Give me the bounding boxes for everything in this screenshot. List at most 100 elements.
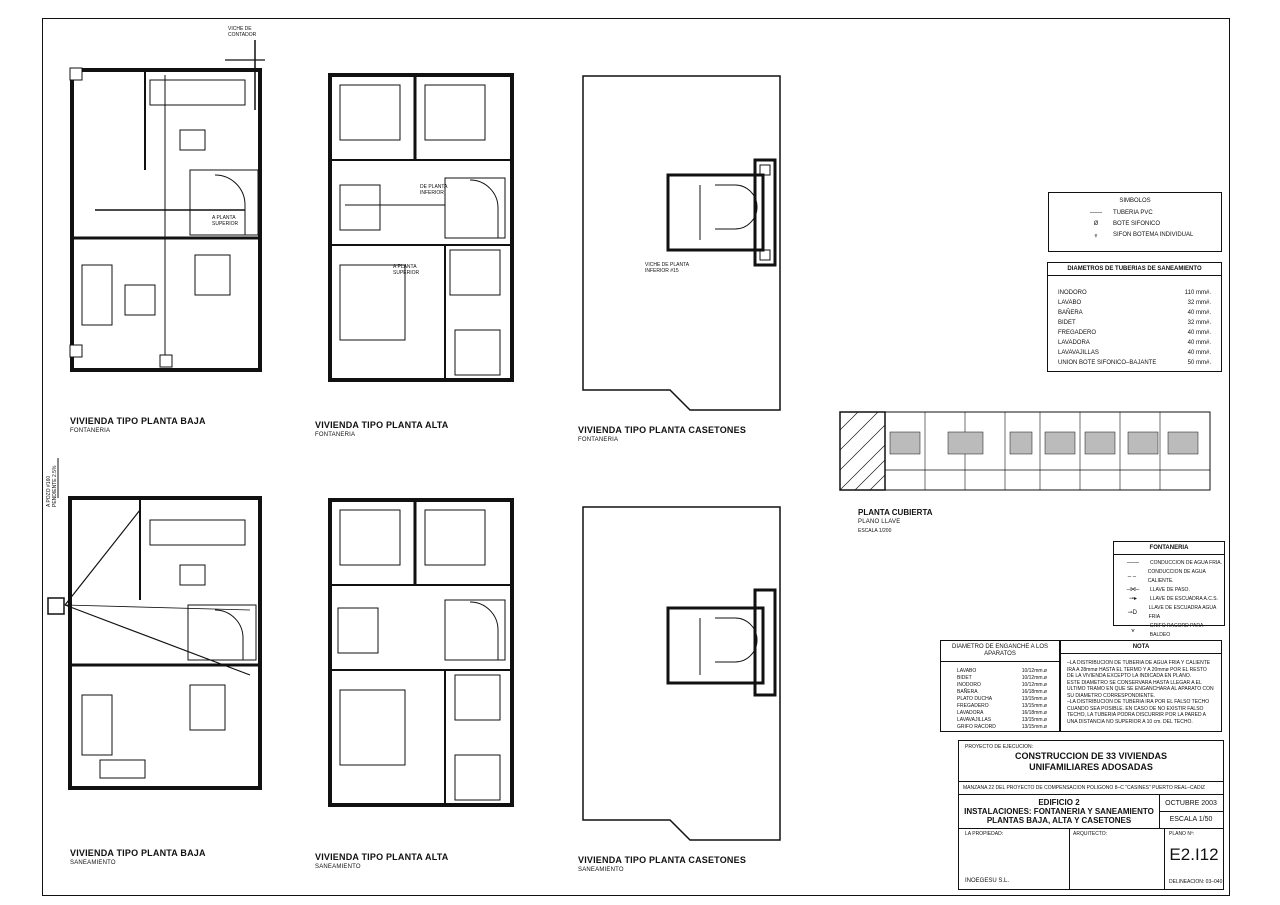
- fontaneria-symbol: ——: [1127, 560, 1139, 566]
- nota-line: IRA A 28mmø HASTA EL TERMO Y A 20mmø POR…: [1067, 666, 1207, 673]
- plan-baja-saneamiento: [47, 458, 262, 790]
- fontaneria-symbol: – –: [1127, 573, 1137, 580]
- plan-title-3: VIVIENDA TIPO PLANTA CASETONES: [578, 425, 747, 435]
- fecha: OCTUBRE 2003: [1165, 800, 1217, 807]
- nota-line: UNA DISTANCIA NO SUPERIOR A 10 cm. DEL T…: [1067, 718, 1193, 725]
- diametro-name: BIDET: [1058, 320, 1076, 326]
- diametro-name: BAÑERA: [1058, 310, 1083, 316]
- propiedad-label: LA PROPIEDAD:: [965, 831, 1004, 837]
- proyecto-line-1: CONSTRUCCION DE 33 VIVIENDAS: [1014, 751, 1168, 761]
- enganche-value: 10/12mm.ø: [1021, 668, 1047, 674]
- fontaneria-row: – – CONDUCCION DE AGUA CALIENTE.: [1114, 568, 1224, 586]
- plan-baja-fontaneria: [69, 40, 265, 372]
- nota-line: SU DIAMETRO CORRESPONDIENTE.: [1067, 692, 1156, 699]
- enganche-value: 13/15mm.ø: [1021, 717, 1047, 723]
- proyecto-label: PROYECTO DE EJECUCION:: [965, 744, 1033, 750]
- diametro-name: FREGADERO: [1058, 330, 1097, 336]
- ubicacion: MANZANA 22 DEL PROYECTO DE COMPENSACION …: [963, 785, 1206, 791]
- nota-line: ULTIMO TRAMO EN QUE SE ENGANCHARA AL APA…: [1067, 686, 1214, 692]
- sheet-border: [42, 18, 1230, 896]
- plano-label: PLANO Nº:: [1169, 831, 1195, 837]
- enganche-row: GRIFO RACORD 13/15mm.ø: [941, 724, 1059, 731]
- diametro-value: 40 mm#.: [1187, 330, 1211, 336]
- fontaneria-label: LLAVE DE ESCUADRA A.C.S.: [1150, 596, 1218, 602]
- nota-lines: –LA DISTRIBUCION DE TUBERIA DE AGUA FRIA…: [1061, 660, 1221, 725]
- nota-line: TECHO, LA TUBERIA PODRA DISCURRIR POR LA…: [1067, 712, 1207, 718]
- plan-title-6: VIVIENDA TIPO PLANTA CASETONES: [578, 855, 747, 865]
- fontaneria-symbol: ⊸D: [1127, 609, 1138, 616]
- enganche-value: 13/15mm.ø: [1021, 724, 1047, 730]
- annotation-planta-superior: A PLANTA SUPERIOR: [212, 215, 239, 227]
- fontaneria-label: LLAVE DE ESCUADRA AGUA FRIA: [1148, 605, 1217, 620]
- nota-line: –LA DISTRIBUCION DE TUBERIA DE AGUA FRIA…: [1067, 660, 1211, 666]
- plan-subtitle-5: SANEAMIENTO: [315, 864, 361, 870]
- plan-subtitle-1: FONTANERIA: [70, 428, 111, 434]
- enganche-value: 13/15mm.ø: [1021, 703, 1047, 709]
- fontaneria-label: CONDUCCION DE AGUA FRIA.: [1150, 560, 1222, 566]
- plan-alta-saneamiento: [328, 498, 514, 807]
- plan-subtitle-3: FONTANERIA: [578, 437, 619, 443]
- enganche-row: PLATO DUCHA 13/15mm.ø: [941, 696, 1059, 703]
- enganche-name: PLATO DUCHA: [957, 696, 993, 702]
- plan-casetones-fontaneria: [582, 75, 781, 411]
- plan-alta-fontaneria: [328, 73, 514, 382]
- enganche-name: LAVAVAJILLAS: [957, 717, 992, 723]
- annotation-planta-superior-alta: A PLANTA SUPERIOR: [393, 264, 420, 276]
- enganche-name: INODORO: [957, 682, 981, 688]
- diametro-value: 40 mm#.: [1187, 310, 1211, 316]
- nota-title: NOTA: [1061, 641, 1221, 654]
- cubierta-subtitle: PLANO LLAVE: [858, 519, 901, 525]
- cubierta-scale: ESCALA 1/200: [858, 528, 892, 534]
- diametros-saneamiento-table: DIAMETROS DE TUBERIAS DE SANEAMIENTO INO…: [1047, 262, 1222, 372]
- diametro-row: BAÑERA 40 mm#.: [1048, 308, 1221, 318]
- enganche-name: LAVADORA: [957, 710, 984, 716]
- simbolos-title: SIMBOLOS: [1119, 198, 1151, 204]
- delineacion: DELINEACION: 03–040: [1169, 879, 1223, 885]
- simbolo-symbol: ᵩ: [1094, 232, 1098, 238]
- fontaneria-row: –⋈–LLAVE DE PASO.: [1114, 586, 1224, 595]
- cubierta-title: PLANTA CUBIERTA: [858, 508, 933, 517]
- contenido-1: INSTALACIONES: FONTANERIA Y SANEAMIENTO: [964, 807, 1154, 816]
- diametro-name: LAVABO: [1058, 300, 1082, 306]
- enganche-row: LAVAVAJILLAS 13/15mm.ø: [941, 717, 1059, 724]
- diametro-value: 40 mm#.: [1187, 340, 1211, 346]
- diametros-title: DIAMETROS DE TUBERIAS DE SANEAMIENTO: [1048, 263, 1221, 276]
- enganche-row: FREGADERO 13/15mm.ø: [941, 703, 1059, 710]
- enganche-name: FREGADERO: [957, 703, 989, 709]
- fontaneria-label: LLAVE DE PASO.: [1150, 587, 1190, 593]
- nota-line: CUANDO SEA POSIBLE. EN CASO DE NO EXISTI…: [1067, 705, 1204, 712]
- plano-number: E2.I12: [1169, 845, 1219, 864]
- enganche-value: 13/15mm.ø: [1021, 696, 1047, 702]
- plan-title-4: VIVIENDA TIPO PLANTA BAJA: [70, 848, 206, 858]
- proyecto-line-2: UNIFAMILIARES ADOSADAS: [1029, 762, 1153, 772]
- nota-line: DE LA VIVIENDA EXCEPTO LA INDICADA EN PL…: [1067, 673, 1192, 679]
- fontaneria-label: GRIFO RACORD PARA BALDEO: [1149, 623, 1204, 638]
- fontaneria-label: CONDUCCION DE AGUA CALIENTE.: [1147, 569, 1206, 584]
- plan-subtitle-6: SANEAMIENTO: [578, 867, 624, 873]
- plan-casetones-saneamiento: [582, 506, 781, 841]
- diametro-value: 40 mm#.: [1187, 350, 1211, 356]
- title-block: PROYECTO DE EJECUCION: CONSTRUCCION DE 3…: [958, 740, 1224, 890]
- diametro-row: FREGADERO 40 mm#.: [1048, 328, 1221, 338]
- diametro-name: INODORO: [1058, 290, 1087, 296]
- fontaneria-row: —— CONDUCCION DE AGUA FRIA.: [1114, 559, 1224, 568]
- propiedad-value: INOEGESU S.L.: [965, 878, 1010, 884]
- fontaneria-title: FONTANERIA: [1114, 542, 1224, 555]
- plan-subtitle-2: FONTANERIA: [315, 432, 356, 438]
- enganche-name: GRIFO RACORD: [957, 724, 996, 730]
